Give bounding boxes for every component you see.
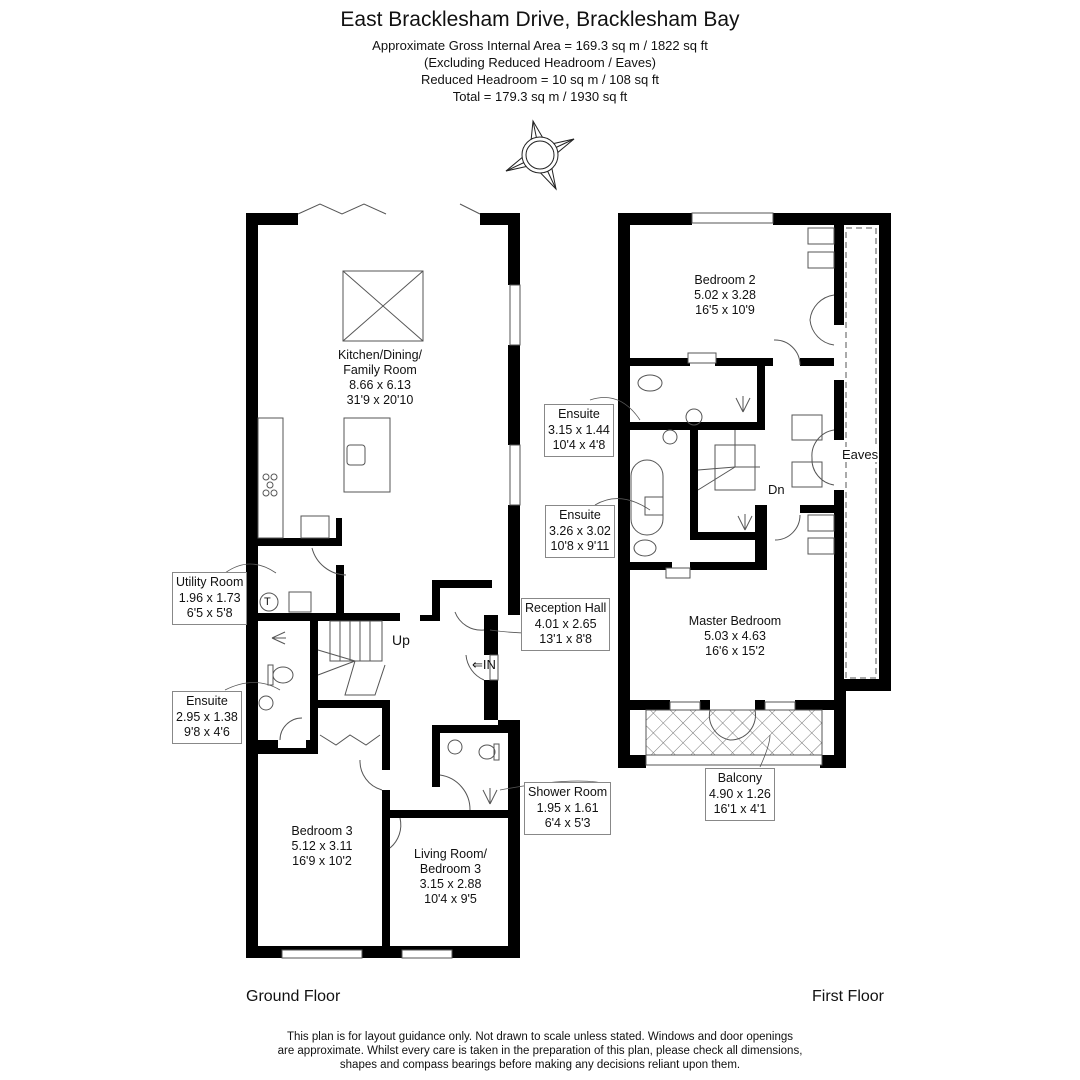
entrance-marker: ⇐IN <box>472 657 496 672</box>
room-imperial: 16'6 x 15'2 <box>705 644 765 658</box>
stairs-down-label: Dn <box>768 482 785 497</box>
room-metric: 3.26 x 3.02 <box>549 523 611 538</box>
room-imperial: 6'4 x 5'3 <box>544 816 591 830</box>
room-name: Living Room/ <box>414 847 487 861</box>
ground-floor-label: Ground Floor <box>246 988 341 1005</box>
disclaimer-line: shapes and compass bearings before makin… <box>339 1059 741 1071</box>
room-label-master-bedroom: Master Bedroom 5.03 x 4.63 16'6 x 15'2 <box>670 614 800 659</box>
shower-icon <box>482 788 498 805</box>
room-label-bedroom-3: Bedroom 3 5.12 x 3.11 16'9 x 10'2 <box>262 824 382 869</box>
room-name: Family Room <box>343 363 417 377</box>
gross-area-line: Approximate Gross Internal Area = 169.3 … <box>372 38 708 53</box>
room-metric: 4.90 x 1.26 <box>709 786 771 801</box>
room-metric: 8.66 x 6.13 <box>349 378 411 392</box>
roof-lantern-icon <box>342 270 424 342</box>
toilet-icon <box>272 666 294 684</box>
room-label-reception-hall: Reception Hall 4.01 x 2.65 13'1 x 8'8 <box>521 598 611 651</box>
room-label-living-room: Living Room/ Bedroom 3 3.15 x 2.88 10'4 … <box>393 847 508 907</box>
room-metric: 1.95 x 1.61 <box>536 800 599 815</box>
plan-title: East Bracklesham Drive, Bracklesham Bay <box>340 8 740 31</box>
compass-north-icon <box>505 119 575 191</box>
room-name: Bedroom 2 <box>694 273 756 287</box>
kitchen-island <box>343 417 391 493</box>
exclusion-note: (Excluding Reduced Headroom / Eaves) <box>424 55 656 70</box>
staircase-down <box>697 430 760 491</box>
sink-icon <box>346 444 366 466</box>
room-imperial: 9'8 x 4'6 <box>184 725 230 739</box>
basin-icon <box>258 695 274 711</box>
room-label-shower-room: Shower Room 1.95 x 1.61 6'4 x 5'3 <box>524 782 612 835</box>
room-name: Kitchen/Dining/ <box>337 348 423 362</box>
room-metric: 2.95 x 1.38 <box>176 709 238 724</box>
reduced-headroom-line: Reduced Headroom = 10 sq m / 108 sq ft <box>420 72 660 87</box>
first-floor-walls <box>618 213 891 768</box>
bifold-door-icon <box>297 203 387 215</box>
room-metric: 5.03 x 4.63 <box>704 629 766 643</box>
room-label-bedroom-2: Bedroom 2 5.02 x 3.28 16'5 x 10'9 <box>670 273 780 318</box>
room-metric: 4.01 x 2.65 <box>534 616 597 631</box>
room-metric: 3.15 x 2.88 <box>419 877 482 891</box>
room-name: Bedroom 3 <box>291 824 353 838</box>
room-name: Utility Room <box>176 575 244 589</box>
hob-icon <box>262 473 278 497</box>
room-imperial: 16'1 x 4'1 <box>713 802 767 816</box>
stairs-up-label: Up <box>392 632 410 648</box>
room-imperial: 10'8 x 9'11 <box>550 539 610 553</box>
shower-icon <box>271 631 286 645</box>
water-tank-label: T <box>264 596 271 608</box>
room-label-ensuite-ground: Ensuite 2.95 x 1.38 9'8 x 4'6 <box>172 691 242 744</box>
room-label-ensuite-2: Ensuite 3.26 x 3.02 10'8 x 9'11 <box>545 505 615 558</box>
disclaimer-line: This plan is for layout guidance only. N… <box>286 1031 794 1043</box>
room-name: Shower Room <box>528 785 608 799</box>
room-name: Ensuite <box>559 508 601 522</box>
room-name: Reception Hall <box>525 601 607 615</box>
room-imperial: 16'9 x 10'2 <box>292 854 352 868</box>
total-area-line: Total = 179.3 sq m / 1930 sq ft <box>452 89 628 104</box>
room-imperial: 13'1 x 8'8 <box>539 632 593 646</box>
room-imperial: 6'5 x 5'8 <box>186 606 233 620</box>
disclaimer: This plan is for layout guidance only. N… <box>0 1030 1080 1072</box>
arrow-left-icon: ⇐ <box>472 657 483 672</box>
first-floor-label: First Floor <box>812 988 884 1005</box>
room-label-kitchen: Kitchen/Dining/ Family Room 8.66 x 6.13 … <box>320 348 440 408</box>
room-metric: 3.15 x 1.44 <box>548 422 610 437</box>
entrance-label: IN <box>482 657 496 672</box>
room-label-utility: Utility Room 1.96 x 1.73 6'5 x 5'8 <box>172 572 248 625</box>
room-imperial: 10'4 x 4'8 <box>552 438 606 452</box>
disclaimer-line: are approximate. Whilst every care is ta… <box>277 1045 803 1057</box>
room-label-balcony: Balcony 4.90 x 1.26 16'1 x 4'1 <box>705 768 775 821</box>
room-metric: 1.96 x 1.73 <box>178 590 241 605</box>
room-metric: 5.12 x 3.11 <box>291 839 353 853</box>
room-imperial: 10'4 x 9'5 <box>424 892 477 906</box>
room-name: Bedroom 3 <box>419 862 482 876</box>
staircase-up <box>317 620 386 696</box>
room-name: Ensuite <box>186 694 228 708</box>
room-metric: 5.02 x 3.28 <box>694 288 756 302</box>
room-label-ensuite-1: Ensuite 3.15 x 1.44 10'4 x 4'8 <box>544 404 614 457</box>
room-name: Balcony <box>717 771 763 785</box>
room-name: Master Bedroom <box>688 614 782 628</box>
eaves-label: Eaves <box>842 447 879 462</box>
room-imperial: 31'9 x 20'10 <box>346 393 414 407</box>
room-name: Ensuite <box>558 407 600 421</box>
ground-floor-walls <box>246 213 520 958</box>
room-imperial: 16'5 x 10'9 <box>695 303 755 317</box>
